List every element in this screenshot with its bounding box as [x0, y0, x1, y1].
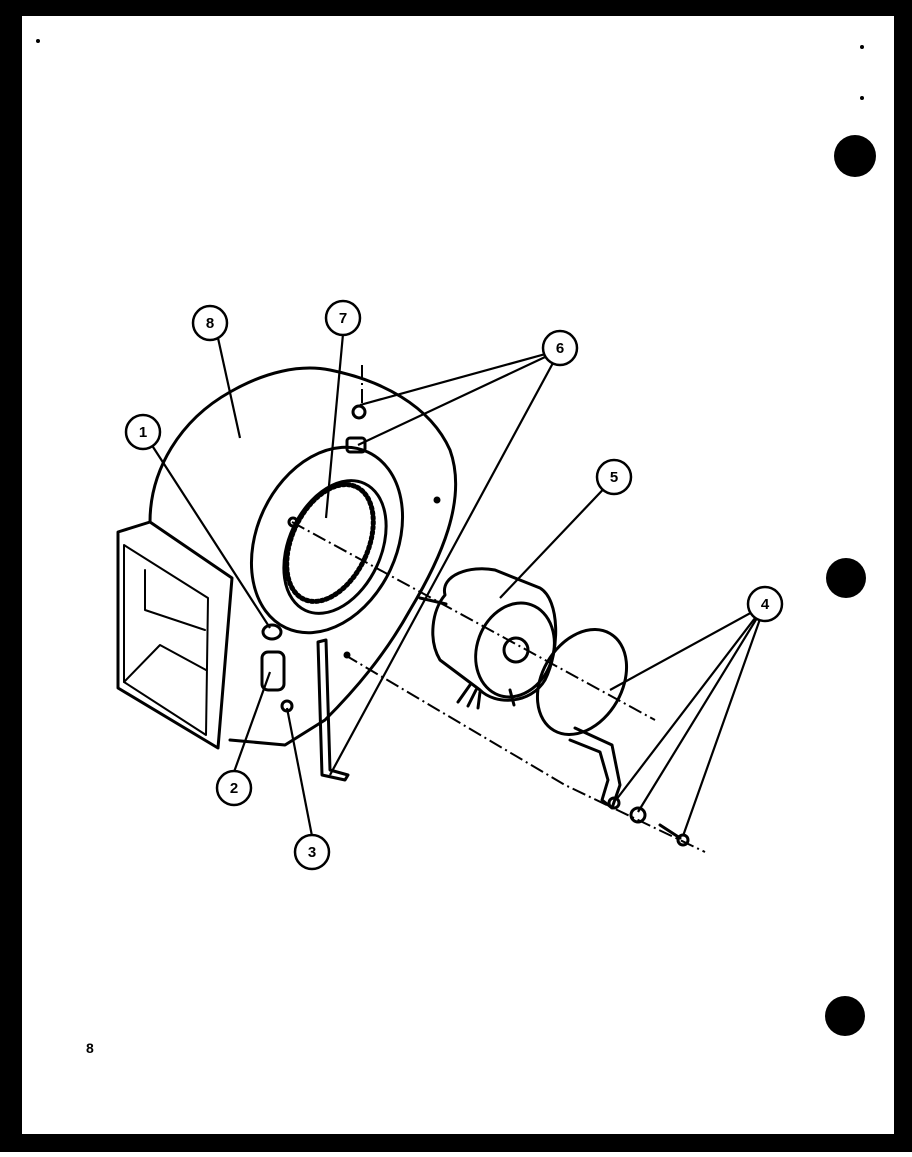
svg-text:5: 5 [610, 469, 618, 486]
callout-3: 3 [293, 833, 331, 871]
mount-washer [607, 796, 621, 810]
scan-speck [860, 96, 864, 100]
leader-1 [143, 432, 271, 629]
leader-8 [216, 337, 242, 439]
leader-6c [329, 349, 561, 776]
page-number: 8 [86, 1040, 94, 1056]
motor-leads [456, 683, 516, 710]
mount-bracket [316, 638, 350, 782]
mount-bolt [658, 823, 682, 840]
callout-2: 2 [215, 769, 253, 807]
leader-6b [357, 349, 561, 446]
scan-speck [36, 39, 40, 43]
svg-text:3: 3 [308, 844, 316, 861]
callout-7: 7 [324, 299, 362, 337]
svg-text:4: 4 [761, 596, 770, 613]
callout-5: 5 [595, 458, 633, 496]
centerline-upper [291, 521, 656, 721]
svg-text:6: 6 [556, 340, 564, 357]
centerline-lower [344, 654, 706, 853]
callout-6: 6 [541, 329, 579, 367]
svg-text:8: 8 [206, 315, 214, 332]
leader-4b [615, 604, 766, 801]
svg-text:1: 1 [139, 424, 147, 441]
svg-text:2: 2 [230, 780, 238, 797]
scan-speck [860, 45, 864, 49]
punch-hole-middle [826, 558, 866, 598]
leader-4d [681, 604, 767, 837]
leader-2 [232, 671, 272, 773]
leader-6a [359, 348, 561, 407]
leader-4a [609, 604, 766, 691]
callout-4: 4 [746, 585, 784, 623]
callout-1: 1 [124, 413, 162, 451]
blower-wheel-inner [284, 482, 376, 604]
discharge-outlet [116, 520, 234, 750]
part-2-bracket [260, 650, 286, 692]
leader-7 [324, 333, 345, 519]
blower-motor [431, 567, 558, 702]
leader-4c [637, 604, 766, 813]
leader-3 [285, 707, 314, 837]
punch-hole-bottom [825, 996, 865, 1036]
leader-5 [499, 477, 615, 599]
mount-nut [629, 806, 647, 824]
blower-housing [148, 366, 458, 747]
callout-8: 8 [191, 304, 229, 342]
housing-inlet-ring [249, 445, 405, 635]
punch-hole-top [834, 135, 876, 177]
part-1-clip [261, 623, 283, 641]
svg-text:7: 7 [339, 310, 347, 327]
